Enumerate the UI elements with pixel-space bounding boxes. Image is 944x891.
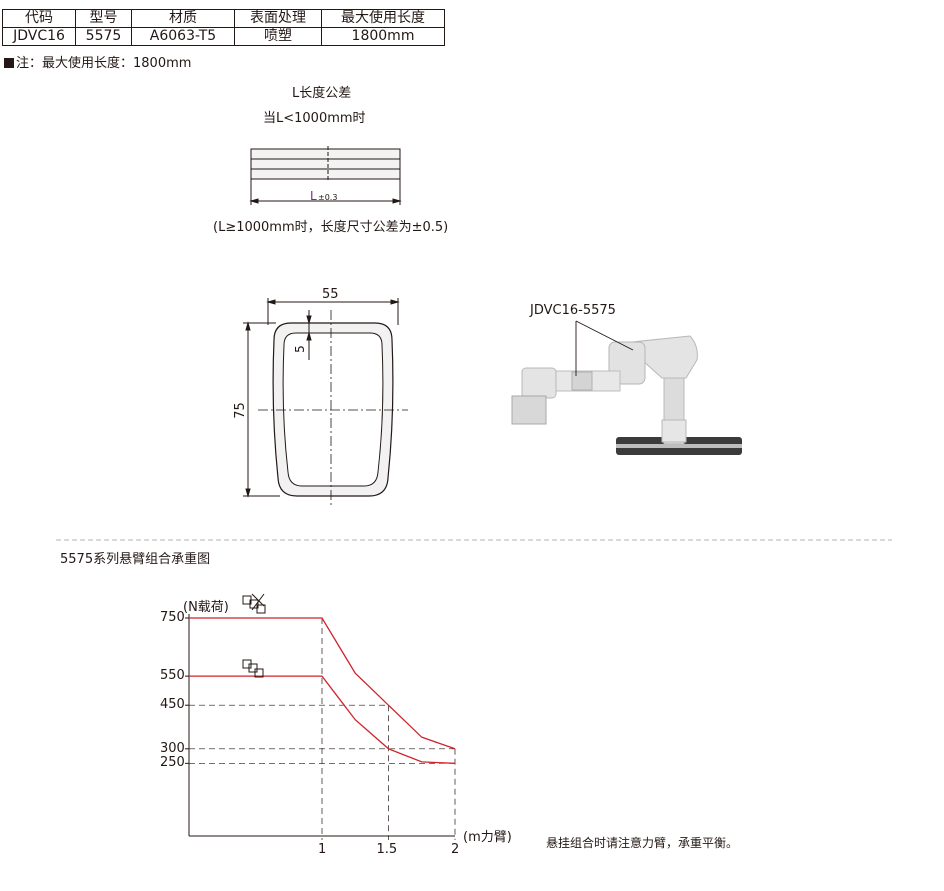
tolerance-condition: 当L<1000mm时 xyxy=(263,111,366,126)
cantilever-arm-photo xyxy=(511,320,742,455)
tolerance-title: L长度公差 xyxy=(292,86,352,101)
load-chart-title: 5575系列悬臂组合承重图 xyxy=(60,552,211,567)
spec-header-row: 代码 型号 材质 表面处理 最大使用长度 xyxy=(2,9,445,28)
balance-note: 悬挂组合时请注意力臂，承重平衡。 xyxy=(546,836,739,850)
cross-section-drawing xyxy=(243,298,408,506)
spec-data-row: JDVC16 5575 A6063-T5 喷塑 1800mm xyxy=(2,27,445,46)
cell-max-length: 1800mm xyxy=(321,27,445,46)
dim-height-label: 75 xyxy=(232,402,248,419)
chart-x-tick-label: 1 xyxy=(318,842,327,857)
chart-x-tick-label: 2 xyxy=(451,842,460,857)
length-tolerance-value: ±0.3 xyxy=(318,193,338,202)
part-number-label: JDVC16-5575 xyxy=(530,303,616,318)
chart-y-axis-label: (N载荷) xyxy=(183,600,229,615)
chart-y-tick-label: 450 xyxy=(160,697,185,713)
square-bullet-icon xyxy=(4,58,14,68)
header-model: 型号 xyxy=(75,9,132,28)
header-code: 代码 xyxy=(2,9,76,28)
header-max-length: 最大使用长度 xyxy=(321,9,445,28)
length-l-label: L xyxy=(310,189,317,203)
chart-y-tick-label: 550 xyxy=(160,668,185,684)
single-arm-icon xyxy=(242,659,264,678)
dim-wall-label: 5 xyxy=(292,345,307,353)
chart-y-tick-label: 300 xyxy=(160,740,185,756)
tolerance-profile-drawing xyxy=(249,146,402,205)
spec-table: 代码 型号 材质 表面处理 最大使用长度 JDVC16 5575 A6063-T… xyxy=(2,9,445,46)
cell-code: JDVC16 xyxy=(2,27,76,46)
chart-y-tick-label: 250 xyxy=(160,755,185,771)
header-material: 材质 xyxy=(131,9,235,28)
chart-y-tick-label: 750 xyxy=(160,610,185,625)
cell-material: A6063-T5 xyxy=(131,27,235,46)
double-arm-icon xyxy=(242,593,266,614)
cell-surface: 喷塑 xyxy=(234,27,322,46)
chart-x-tick-label: 1.5 xyxy=(376,842,398,857)
cell-model: 5575 xyxy=(75,27,132,46)
tolerance-footnote: (L≥1000mm时，长度尺寸公差为±0.5) xyxy=(213,220,449,235)
chart-x-axis-label: (m力臂) xyxy=(463,830,512,845)
note-text: 注：最大使用长度：1800mm xyxy=(16,56,192,71)
max-length-note: 注：最大使用长度：1800mm xyxy=(4,52,191,71)
dim-width-label: 55 xyxy=(322,287,339,302)
load-chart xyxy=(185,614,456,840)
